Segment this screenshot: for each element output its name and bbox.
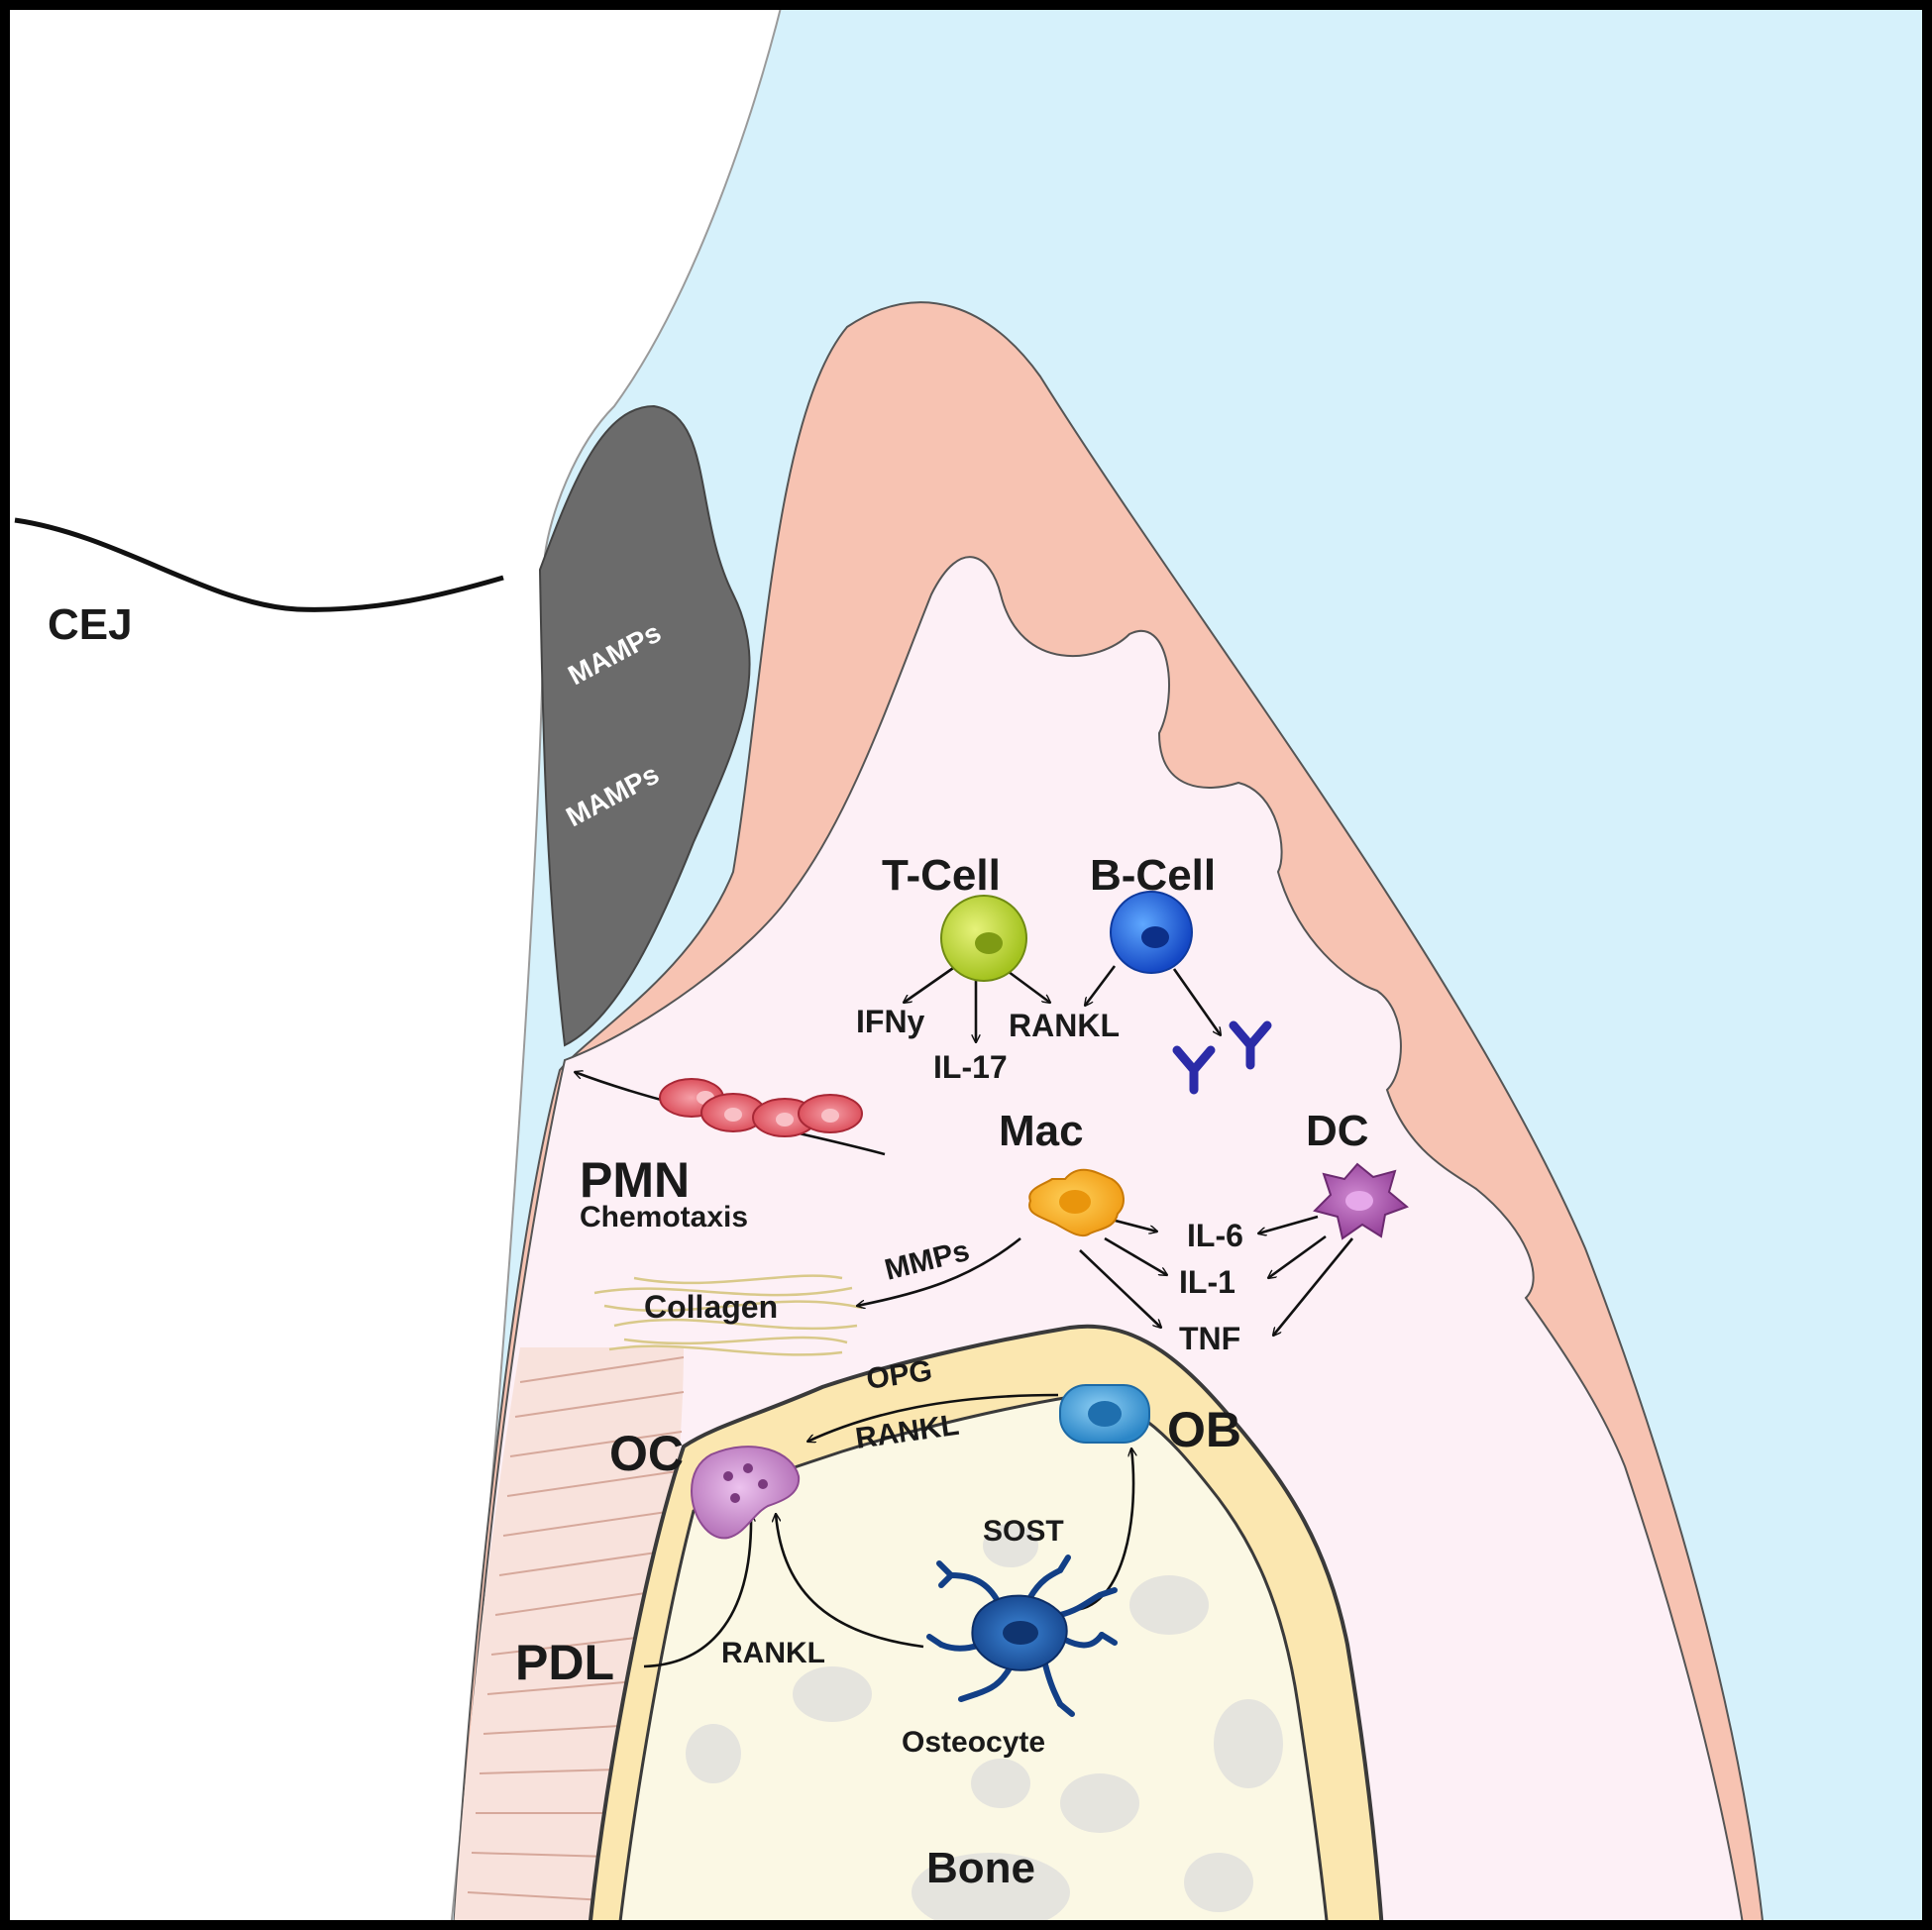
il17-label: IL-17	[933, 1049, 1008, 1085]
cej-label: CEJ	[48, 600, 133, 649]
ob-label: OB	[1167, 1402, 1241, 1457]
t-cell-label: T-Cell	[882, 851, 1001, 900]
il6-label: IL-6	[1187, 1218, 1243, 1253]
marrow-spaces	[686, 1524, 1283, 1930]
biofilm-plaque	[538, 404, 751, 1047]
bone-label: Bone	[926, 1844, 1035, 1892]
oc-label: OC	[609, 1426, 684, 1481]
pdl-label: PDL	[515, 1635, 614, 1690]
pmn-label: PMN	[580, 1152, 690, 1208]
pmn-cells	[659, 1078, 863, 1137]
dc-label: DC	[1306, 1107, 1369, 1155]
antibody-icon	[1172, 1020, 1272, 1095]
macrophage	[1028, 1168, 1125, 1237]
il1-label: IL-1	[1179, 1264, 1235, 1300]
collagen-label: Collagen	[644, 1289, 778, 1325]
osteoclast	[690, 1446, 801, 1540]
ifny-label: IFNy	[856, 1004, 925, 1039]
chemotaxis-label: Chemotaxis	[580, 1201, 748, 1233]
tnf-label: TNF	[1179, 1321, 1240, 1356]
rankl-osteocyte-label: RANKL	[721, 1637, 825, 1669]
osteoblast	[1059, 1384, 1150, 1444]
osteocyte-label: Osteocyte	[902, 1726, 1045, 1759]
dendritic-cell	[1313, 1162, 1409, 1240]
rankl-immune-label: RANKL	[1009, 1008, 1120, 1043]
b-cell	[1110, 891, 1193, 974]
tooth	[0, 0, 783, 1930]
t-cell	[940, 895, 1027, 982]
osteocyte	[926, 1555, 1118, 1717]
mac-label: Mac	[999, 1107, 1084, 1155]
cej-line	[14, 517, 504, 612]
b-cell-label: B-Cell	[1090, 851, 1216, 900]
sost-label: SOST	[983, 1515, 1064, 1548]
collagen-fibers	[593, 1274, 863, 1356]
